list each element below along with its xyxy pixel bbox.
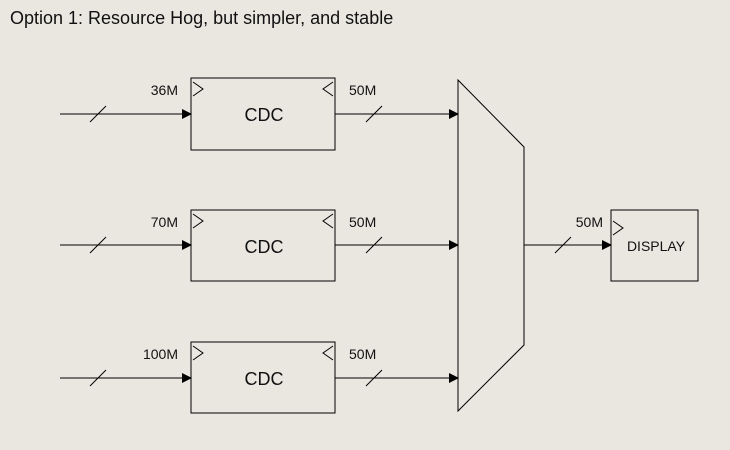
output-clock-label-2: 50M <box>349 214 376 230</box>
cdc-row-2: 70M CDC 50M <box>60 209 459 282</box>
cdc-label-1: CDC <box>245 105 284 125</box>
output-clock-label-3: 50M <box>349 346 376 362</box>
cdc-row-3: 100M CDC 50M <box>60 341 459 414</box>
bus-slash-3 <box>89 369 107 387</box>
bus-slash-out-3 <box>365 369 383 387</box>
clock-in-marker-1 <box>192 81 204 97</box>
display-label: DISPLAY <box>627 238 686 254</box>
bus-slash-1 <box>89 105 107 123</box>
multiplexer <box>457 78 525 413</box>
clock-in-marker-2 <box>192 213 204 229</box>
input-clock-label-1: 36M <box>151 82 178 98</box>
input-clock-label-2: 70M <box>151 214 178 230</box>
cdc-row-1: 36M CDC 50M <box>60 77 459 151</box>
mux-output-slash <box>554 236 572 254</box>
output-clock-label-1: 50M <box>349 82 376 98</box>
bus-slash-2 <box>89 236 107 254</box>
cdc-label-2: CDC <box>245 237 284 257</box>
display-clock-label: 50M <box>576 214 603 230</box>
input-clock-label-3: 100M <box>143 346 178 362</box>
display-clock-marker <box>612 220 624 236</box>
clock-in-marker-3 <box>192 345 204 361</box>
clock-out-marker-1 <box>322 81 334 97</box>
bus-slash-out-2 <box>365 236 383 254</box>
clock-out-marker-2 <box>322 213 334 229</box>
display-block <box>610 209 699 282</box>
bus-slash-out-1 <box>365 105 383 123</box>
diagram-title: Option 1: Resource Hog, but simpler, and… <box>10 8 394 28</box>
cdc-label-3: CDC <box>245 369 284 389</box>
clock-out-marker-3 <box>322 345 334 361</box>
